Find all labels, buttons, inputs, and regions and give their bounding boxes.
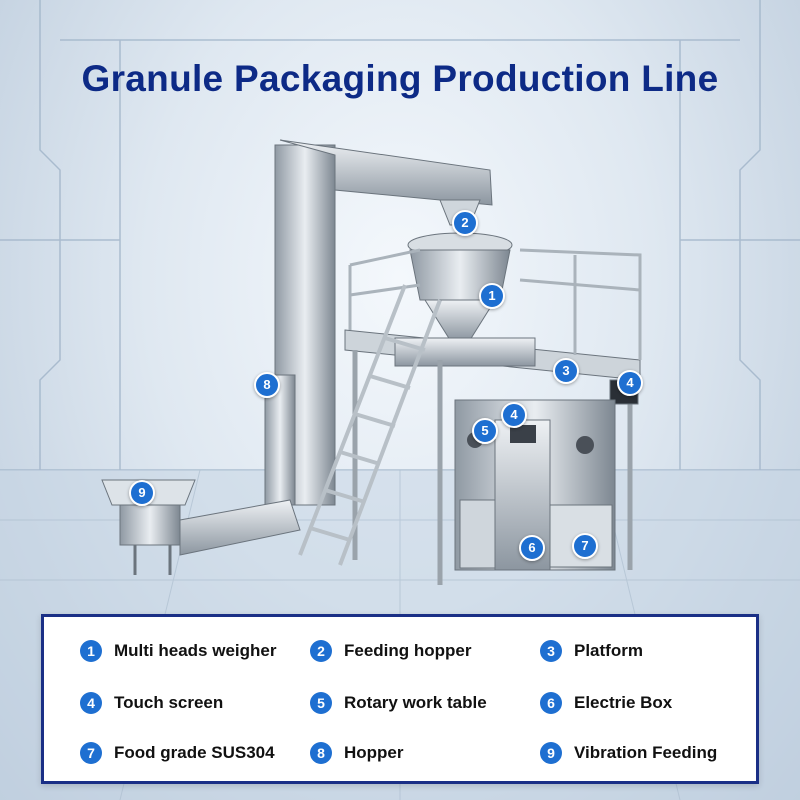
- number-badge: 9: [540, 742, 562, 764]
- number-badge: 5: [310, 692, 332, 714]
- marker-feeding-hopper: 2: [452, 210, 478, 236]
- legend-label: Feeding hopper: [344, 641, 472, 660]
- marker-elevator-hopper: 8: [254, 372, 280, 398]
- legend-label: Food grade SUS304: [114, 743, 275, 762]
- marker-platform: 3: [553, 358, 579, 384]
- marker-sus304: 7: [572, 533, 598, 559]
- marker-touch-screen-right: 4: [617, 370, 643, 396]
- legend-label: Hopper: [344, 743, 404, 762]
- legend-label: Vibration Feeding: [574, 743, 718, 762]
- legend-label: Platform: [574, 641, 643, 660]
- marker-weigher: 1: [479, 283, 505, 309]
- number-badge: 4: [80, 692, 102, 714]
- legend-label: Touch screen: [114, 693, 224, 712]
- marker-touch-screen: 4: [501, 402, 527, 428]
- legend-item: 4 Touch screen: [80, 692, 223, 714]
- number-badge: 3: [540, 640, 562, 662]
- number-badge: 2: [310, 640, 332, 662]
- legend-label: Rotary work table: [344, 693, 487, 712]
- legend-label: Electrie Box: [574, 693, 673, 712]
- legend-item: 3 Platform: [540, 640, 643, 662]
- legend-panel: 1 Multi heads weigher 2 Feeding hopper 3…: [41, 614, 759, 784]
- legend-item: 5 Rotary work table: [310, 692, 487, 714]
- marker-rotary-table: 5: [472, 418, 498, 444]
- legend-item: 6 Electrie Box: [540, 692, 672, 714]
- legend-item: 7 Food grade SUS304: [80, 742, 275, 764]
- number-badge: 6: [540, 692, 562, 714]
- legend-label: Multi heads weigher: [114, 641, 277, 660]
- number-badge: 8: [310, 742, 332, 764]
- legend-item: 8 Hopper: [310, 742, 404, 764]
- page-title: Granule Packaging Production Line: [81, 58, 719, 99]
- marker-electric-box: 6: [519, 535, 545, 561]
- legend-item: 9 Vibration Feeding: [540, 742, 717, 764]
- marker-vibration-feeder: 9: [129, 480, 155, 506]
- legend-item: 2 Feeding hopper: [310, 640, 472, 662]
- number-badge: 7: [80, 742, 102, 764]
- number-badge: 1: [80, 640, 102, 662]
- legend-item: 1 Multi heads weigher: [80, 640, 276, 662]
